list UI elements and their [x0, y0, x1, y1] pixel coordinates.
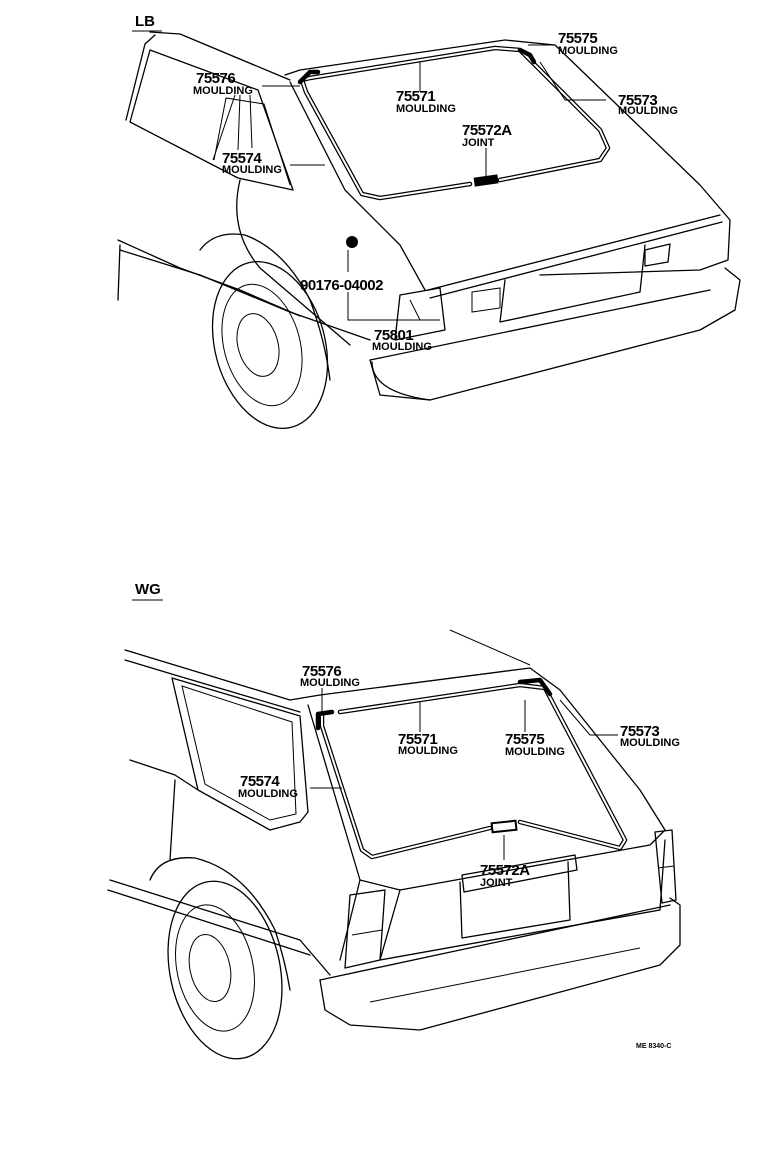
wg-hub	[188, 933, 232, 1003]
wg-callout-75575-name: MOULDING	[505, 746, 565, 758]
lb-tail-lamp	[394, 287, 446, 341]
lb-bumper	[369, 267, 741, 401]
lb-hatch-left-edge	[289, 81, 426, 291]
wg-bumper-top	[319, 904, 671, 981]
wg-car-body	[107, 629, 681, 1060]
wg-rear-window-moulding	[315, 677, 628, 860]
lb-callout-75571-part: 75571	[396, 88, 435, 105]
lb-a-pillar	[125, 34, 156, 121]
wg-wheel-arch	[149, 857, 291, 991]
wg-tail-lamp-right	[654, 829, 677, 904]
lb-callout-75801-name: MOULDING	[372, 341, 432, 353]
wg-pillar	[169, 779, 176, 861]
lb-lamp-lens	[471, 287, 501, 313]
wg-callout-75571-part: 75571	[398, 731, 437, 748]
wg-callout-75576-part: 75576	[302, 663, 341, 680]
wg-bumper	[319, 897, 681, 1031]
lb-marker-lamp	[644, 243, 671, 267]
lb-callout-75573-part: 75573	[618, 92, 657, 109]
lb-bumper-end	[371, 361, 431, 401]
wg-corner-moulding-right	[517, 677, 553, 697]
wg-side-crease-2	[107, 889, 311, 956]
wg-joint	[490, 819, 518, 834]
lb-car-body	[117, 31, 741, 429]
wg-tire	[167, 880, 283, 1060]
lb-callout-75572a-name: JOINT	[462, 137, 495, 149]
wg-corner-moulding	[315, 709, 335, 731]
lb-section-title: LB	[135, 13, 155, 30]
lb-wheel-arch	[199, 233, 331, 381]
wg-license-recess	[459, 861, 571, 939]
wg-roof-top	[449, 629, 531, 666]
wg-callout-75574-name: MOULDING	[238, 788, 298, 800]
wg-bumper-strip	[369, 947, 641, 1003]
lb-callout-75575-part: 75575	[558, 30, 597, 47]
lb-rim	[221, 283, 303, 407]
wg-callout-75573-name: MOULDING	[620, 737, 680, 749]
wg-callout-75574-part: 75574	[240, 773, 280, 790]
wg-callout-75575-part: 75575	[505, 731, 544, 748]
wg-callout-75576-name: MOULDING	[300, 677, 360, 689]
lb-callout-75571-name: MOULDING	[396, 103, 456, 115]
lb-leaders	[212, 44, 606, 321]
lb-quarter-window	[213, 97, 291, 186]
lb-side-crease	[119, 249, 371, 341]
wg-tailgate-edge-left	[339, 879, 361, 961]
lb-hatch-outline	[284, 39, 731, 276]
lb-callout-75573-name: MOULDING	[618, 105, 678, 117]
drawing-code: ME 8340-C	[636, 1043, 671, 1050]
lb-license-recess	[499, 244, 646, 323]
wg-roof-edge	[124, 649, 666, 831]
wg-section-title: WG	[135, 581, 161, 598]
lb-door-edge	[117, 244, 121, 301]
lb-rear-quarter	[236, 179, 351, 346]
lb-roof-edge	[149, 31, 291, 81]
lb-callout-75801-part: 75801	[374, 327, 413, 344]
lb-callout-75574-name: MOULDING	[222, 164, 282, 176]
lb-callout-75574-part: 75574	[222, 150, 262, 167]
lb-tire	[211, 261, 329, 429]
lb-clip	[346, 236, 358, 248]
lb-corner-moulding-right	[517, 47, 537, 65]
lb-callout-75576-name: MOULDING	[193, 85, 253, 97]
lb-callout-75572a-part: 75572A	[462, 122, 512, 139]
wg-roof-rail	[124, 659, 301, 713]
wg-garnish	[461, 854, 578, 893]
wg-rim	[175, 904, 255, 1032]
wg-callout-75572a-part: 75572A	[480, 862, 530, 879]
lb-corner-moulding	[297, 69, 321, 85]
wg-side-crease	[109, 879, 331, 976]
wg-leaders	[310, 688, 618, 860]
wg-tail-lamp-left	[344, 889, 386, 969]
lb-callout-75575-name: MOULDING	[558, 45, 618, 57]
lb-callout-90176-part: 90176-04002	[300, 277, 383, 294]
lb-joint	[473, 174, 499, 187]
lb-hatch-lower-trim	[427, 214, 721, 291]
lb-hatch-lower-trim-2	[429, 221, 723, 299]
wg-section: WG	[107, 581, 681, 1060]
wg-tailgate-lower	[379, 839, 666, 961]
lb-rear-window-moulding	[297, 45, 611, 248]
lb-bumper-top	[369, 289, 711, 361]
wg-callout-75573-part: 75573	[620, 723, 659, 740]
lb-hub	[236, 313, 280, 377]
lb-callout-75576-part: 75576	[196, 70, 235, 87]
wg-callout-75571-name: MOULDING	[398, 745, 458, 757]
wg-side-window-inner	[181, 685, 297, 821]
lb-section: LB	[117, 13, 741, 429]
wg-callout-75572a-name: JOINT	[480, 877, 513, 889]
wg-side-window	[171, 677, 309, 831]
wg-belt-line	[129, 759, 199, 791]
